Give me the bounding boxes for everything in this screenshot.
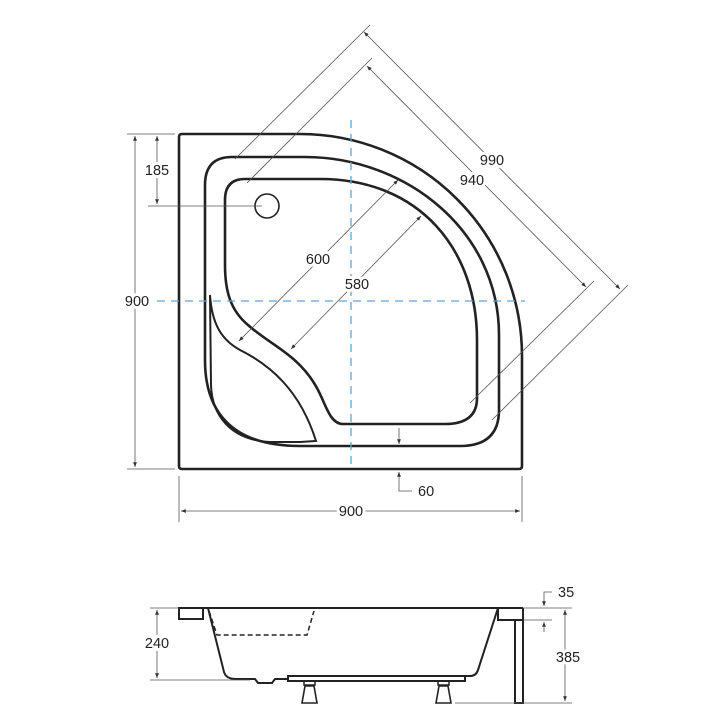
label-diagonal-600: 600 [306, 252, 330, 268]
dimension-drain-offset: 185 [142, 136, 262, 207]
foot-left [301, 680, 318, 704]
seat-hidden-line [208, 610, 315, 636]
label-diagonal-990: 990 [480, 153, 504, 169]
dimension-diagonal-580: 580 [290, 215, 422, 350]
label-drain-offset: 185 [145, 163, 169, 179]
dimension-diagonal-600: 600 [238, 179, 399, 342]
seat-outline [209, 294, 318, 443]
foot-right [435, 680, 452, 704]
dimension-height: 900 [122, 133, 175, 470]
label-width: 900 [339, 504, 363, 520]
label-rim-thickness: 35 [558, 585, 574, 601]
label-total-height: 385 [556, 650, 580, 666]
dimension-rim-width: 60 [397, 428, 434, 500]
base-plate [287, 675, 466, 682]
dimension-diagonal-940: 940 [246, 57, 595, 404]
tub-body [207, 607, 499, 684]
dimension-depth: 240 [142, 607, 250, 681]
dimension-rim-thickness: 35 [523, 585, 574, 632]
front-apron [514, 619, 524, 704]
dimension-width: 900 [178, 476, 523, 523]
label-rim-width: 60 [418, 484, 434, 500]
label-height: 900 [125, 294, 149, 310]
top-view: 900 185 900 60 990 [122, 24, 629, 523]
left-flange [178, 607, 204, 620]
label-diagonal-940: 940 [460, 173, 484, 189]
dimension-total-height: 385 [455, 607, 583, 704]
side-view: 240 385 35 [142, 585, 583, 704]
label-depth: 240 [145, 636, 169, 652]
label-diagonal-580: 580 [345, 277, 369, 293]
right-flange [497, 608, 524, 621]
